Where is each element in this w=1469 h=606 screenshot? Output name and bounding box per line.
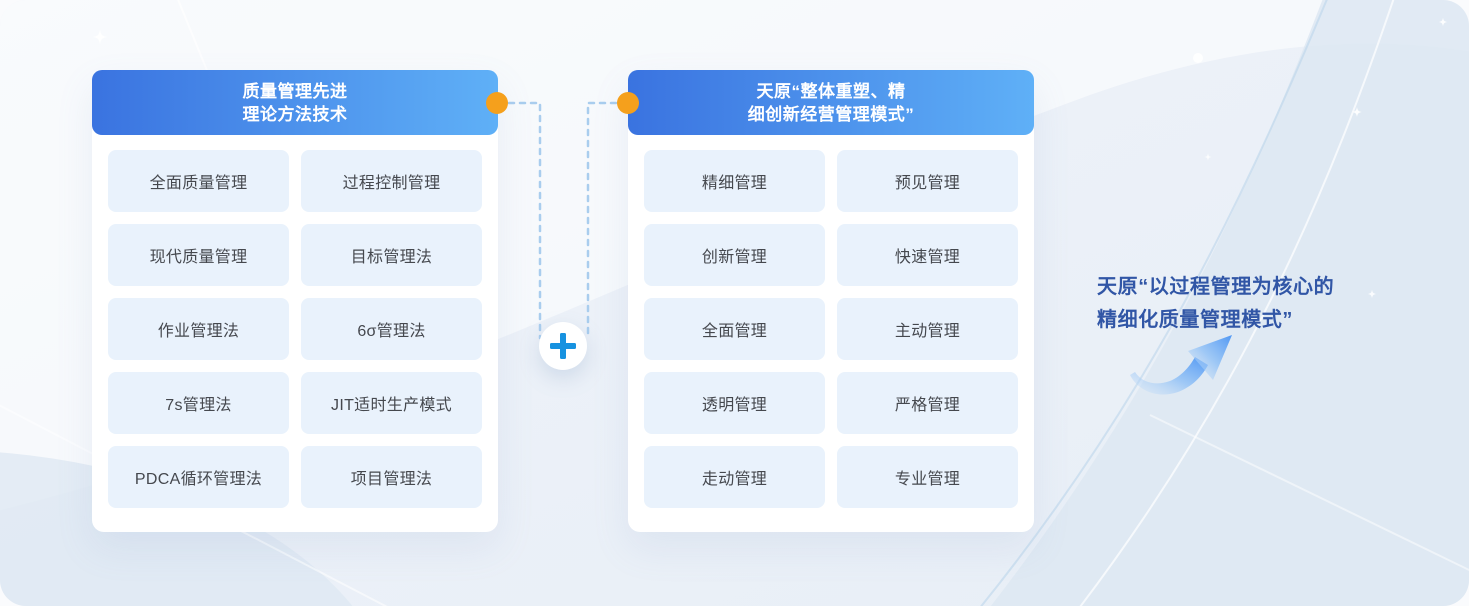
bg-diagonal-line-3 [1149,414,1469,572]
right-panel-item: 精细管理 [644,150,825,212]
left-panel-item: 现代质量管理 [108,224,289,286]
left-panel-item: 6σ管理法 [301,298,482,360]
dashed-line-right [586,101,618,340]
right-panel-title-line1: 天原“整体重塑、精 [756,81,906,101]
bg-dot [1193,53,1203,63]
plus-connector [539,322,587,370]
left-panel-item: PDCA循环管理法 [108,446,289,508]
right-panel-item: 创新管理 [644,224,825,286]
left-panel-item: 作业管理法 [108,298,289,360]
left-panel-header: 质量管理先进 理论方法技术 [92,70,498,135]
connector-dot-left [486,92,508,114]
right-panel-item: 预见管理 [837,150,1018,212]
left-panel: 质量管理先进 理论方法技术 全面质量管理 过程控制管理 现代质量管理 目标管理法… [92,70,498,532]
left-panel-item: 全面质量管理 [108,150,289,212]
dashed-line-left [507,101,542,340]
curved-arrow-icon [1130,335,1232,395]
left-panel-title-line1: 质量管理先进 [242,81,348,101]
right-panel-item: 严格管理 [837,372,1018,434]
left-panel-item: JIT适时生产模式 [301,372,482,434]
connector-dot-right [617,92,639,114]
result-line2: 精细化质量管理模式” [1097,309,1293,331]
sparkle-icon [1204,153,1212,161]
arrow-head [1188,335,1232,380]
right-panel-item: 快速管理 [837,224,1018,286]
arrow-body [1130,357,1208,395]
right-panel-item: 专业管理 [837,446,1018,508]
right-panel-header: 天原“整体重塑、精 细创新经营管理模式” [628,70,1034,135]
left-panel-grid: 全面质量管理 过程控制管理 现代质量管理 目标管理法 作业管理法 6σ管理法 7… [92,135,498,532]
sparkle-icon [1438,17,1448,27]
plus-icon [550,333,576,359]
right-panel: 天原“整体重塑、精 细创新经营管理模式” 精细管理 预见管理 创新管理 快速管理… [628,70,1034,532]
left-panel-item: 7s管理法 [108,372,289,434]
right-panel-item: 主动管理 [837,298,1018,360]
right-panel-item: 透明管理 [644,372,825,434]
left-panel-item: 目标管理法 [301,224,482,286]
right-panel-item: 走动管理 [644,446,825,508]
right-panel-item: 全面管理 [644,298,825,360]
left-panel-item: 过程控制管理 [301,150,482,212]
result-text: 天原“以过程管理为核心的 精细化质量管理模式” [1097,271,1334,337]
right-panel-grid: 精细管理 预见管理 创新管理 快速管理 全面管理 主动管理 透明管理 严格管理 … [628,135,1034,532]
right-panel-title-line2: 细创新经营管理模式” [747,104,915,124]
sparkle-icon [93,30,107,44]
left-panel-item: 项目管理法 [301,446,482,508]
left-panel-title-line2: 理论方法技术 [242,104,348,124]
sparkle-icon [1352,107,1362,117]
result-line1: 天原“以过程管理为核心的 [1097,276,1335,298]
sparkle-icon [1367,289,1377,299]
